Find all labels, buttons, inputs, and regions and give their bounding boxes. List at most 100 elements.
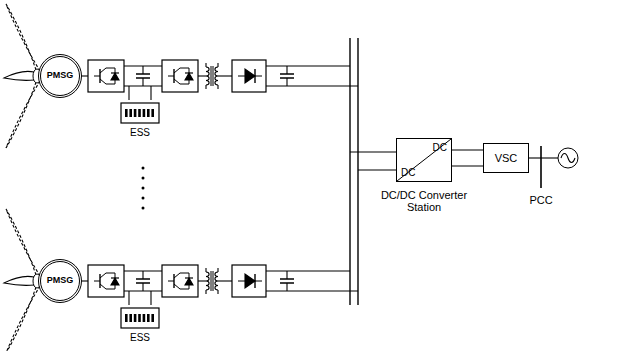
- diode-symbol: [185, 278, 193, 285]
- wire: [218, 280, 232, 281]
- wire: [218, 75, 232, 76]
- capacitor-symbol: [286, 283, 287, 291]
- capacitor-symbol: [142, 283, 143, 291]
- igbt-symbol: [100, 68, 106, 73]
- transformer-coil: [215, 272, 218, 290]
- pmsg-circle: PMSG: [38, 259, 82, 303]
- diode-rectifier-box: [232, 265, 266, 297]
- grid-source: [558, 148, 578, 168]
- battery-cell: [151, 109, 154, 117]
- igbt-symbol: [106, 289, 115, 290]
- igbt-symbol: [106, 68, 115, 69]
- capacitor-symbol: [136, 278, 150, 280]
- diode-symbol: [185, 277, 193, 278]
- wire: [529, 157, 558, 158]
- diode-symbol: [111, 278, 119, 285]
- igbt-symbol: [100, 273, 106, 278]
- capacitor-symbol: [142, 271, 143, 279]
- wire: [217, 63, 218, 67]
- turbine-blade: [4, 276, 34, 285]
- battery-symbol: [120, 305, 160, 329]
- igbt-symbol: [180, 289, 189, 290]
- node-label: PMSG: [47, 71, 74, 81]
- ellipsis-dot: [142, 177, 145, 180]
- rectifier-box: [88, 60, 124, 92]
- capacitor-symbol: [142, 78, 143, 86]
- diode-symbol: [238, 281, 262, 282]
- ellipsis-dot: [142, 167, 145, 170]
- transformer-coil: [206, 67, 209, 85]
- battery-cell: [129, 109, 132, 117]
- station-label: DC/DC Converter Station: [374, 189, 474, 213]
- diode-symbol: [111, 277, 119, 278]
- igbt-symbol: [174, 68, 180, 73]
- diode-symbol: [238, 76, 262, 77]
- wire: [198, 280, 206, 281]
- pcc-label: PCC: [529, 194, 552, 206]
- turbine-blade: [6, 81, 40, 148]
- battery-cell: [138, 109, 141, 117]
- wire: [358, 169, 396, 170]
- wire: [82, 75, 88, 76]
- igbt-symbol: [174, 273, 180, 278]
- igbt-symbol: [180, 273, 189, 274]
- wire: [266, 270, 350, 271]
- transformer-core: [213, 271, 214, 291]
- capacitor-symbol: [142, 66, 143, 74]
- vsc-box: VSC: [483, 143, 529, 173]
- diagonal-line: [397, 139, 451, 181]
- capacitor-symbol: [286, 78, 287, 86]
- igbt-symbol: [106, 273, 115, 274]
- turbine-blade: [4, 71, 34, 80]
- ess-wire: [128, 86, 129, 100]
- transformer-core: [213, 66, 214, 86]
- igbt-symbol: [168, 281, 174, 282]
- wire: [205, 63, 206, 67]
- battery-case: [121, 308, 159, 328]
- transformer-coil: [215, 67, 218, 85]
- igbt-symbol: [94, 281, 100, 282]
- capacitor-symbol: [280, 282, 294, 284]
- turbine-blade: [6, 209, 40, 276]
- battery-cell: [125, 314, 128, 322]
- battery-cell: [143, 109, 146, 117]
- capacitor-symbol: [280, 278, 294, 280]
- node-label: DC: [401, 167, 415, 178]
- diode-rectifier-box: [232, 60, 266, 92]
- battery-cell: [143, 314, 146, 322]
- pmsg-circle: PMSG: [38, 54, 82, 98]
- ellipsis-dot: [142, 187, 145, 190]
- capacitor-symbol: [136, 77, 150, 79]
- battery-case: [121, 103, 159, 123]
- battery-cell: [147, 109, 150, 117]
- diode-symbol: [185, 73, 193, 80]
- igbt-symbol: [180, 84, 189, 85]
- capacitor-symbol: [286, 66, 287, 74]
- wire: [205, 290, 206, 294]
- ellipsis-dot: [142, 197, 145, 200]
- battery-ess: ESS: [120, 305, 160, 343]
- battery-symbol: [120, 100, 160, 124]
- dc-bus: [357, 38, 358, 305]
- dc-link-connector: [452, 150, 483, 166]
- igbt-symbol: [100, 284, 106, 289]
- rectifier-box: [88, 265, 124, 297]
- ess-wire: [128, 291, 129, 305]
- ess-wire: [150, 86, 151, 100]
- capacitor-symbol: [286, 271, 287, 279]
- igbt-symbol: [168, 76, 174, 77]
- grid-sine: [561, 154, 575, 163]
- igbt-symbol: [106, 84, 115, 85]
- battery-cell: [134, 109, 137, 117]
- wire: [350, 151, 396, 152]
- ellipsis-dot: [142, 207, 145, 210]
- battery-cell: [138, 314, 141, 322]
- igbt-symbol: [100, 79, 106, 84]
- node-label: VSC: [495, 152, 518, 164]
- diode-symbol: [111, 72, 119, 73]
- igbt-symbol: [94, 76, 100, 77]
